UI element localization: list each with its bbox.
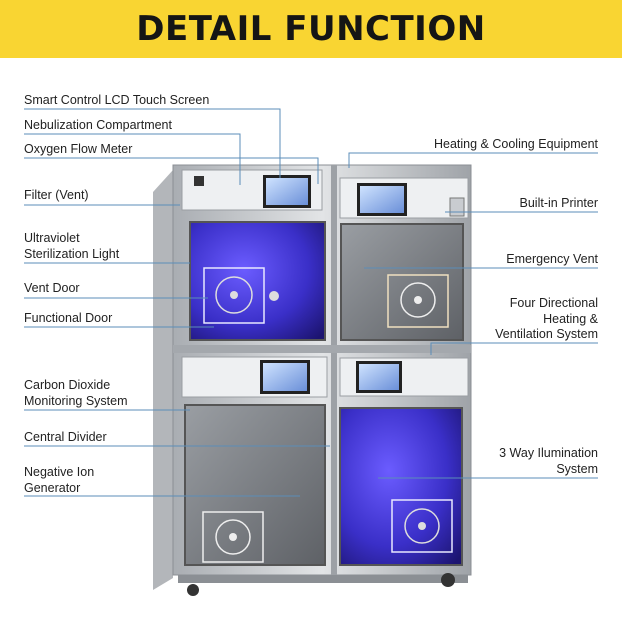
leader-lines: [24, 108, 598, 497]
label-nebulization-compartment: Nebulization Compartment: [24, 118, 172, 132]
printer-slot: [449, 197, 465, 217]
label-heating-cooling: Heating & Cooling Equipment: [434, 137, 598, 151]
central-divider: [331, 165, 337, 575]
uv-door: [189, 221, 326, 341]
label-built-in-printer: Built-in Printer: [519, 196, 599, 210]
title-banner: DETAIL FUNCTION: [0, 0, 622, 58]
uv-door-bottom-right: [339, 407, 463, 566]
vent-door-frame: [203, 267, 265, 324]
label-functional-door: Functional Door: [24, 311, 113, 325]
label-vent-door: Vent Door: [24, 281, 80, 295]
glass-door-bottom-left: [184, 404, 326, 566]
label-emergency-vent: Emergency Vent: [506, 252, 598, 266]
glass-door-top-right: [340, 223, 464, 341]
label-oxygen-flow-meter: Oxygen Flow Meter: [24, 142, 133, 156]
label-lcd-touch-screen: Smart Control LCD Touch Screen: [24, 93, 210, 107]
label-filter-vent: Filter (Vent): [24, 188, 89, 202]
label-central-divider: Central Divider: [24, 430, 107, 444]
page-title: DETAIL FUNCTION: [136, 9, 486, 49]
side-panel: [153, 170, 173, 590]
